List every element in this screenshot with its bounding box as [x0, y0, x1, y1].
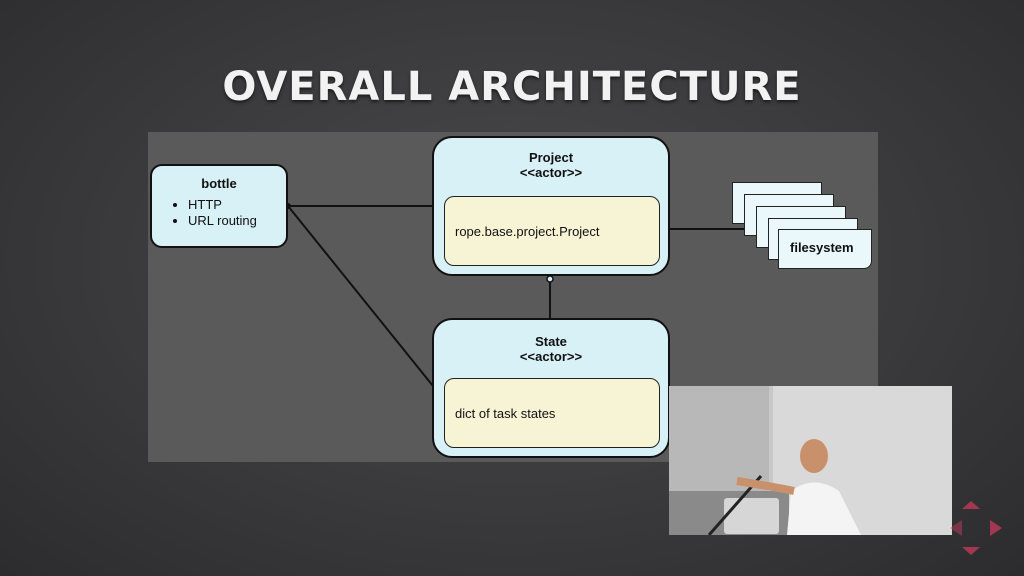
project-class-name: rope.base.project.Project: [455, 223, 600, 239]
filesystem-label: filesystem: [790, 240, 854, 255]
project-actor: Project <<actor>> rope.base.project.Proj…: [432, 136, 670, 276]
state-stereotype: <<actor>>: [519, 349, 583, 364]
state-title: State: [535, 334, 567, 349]
diagram-edges: [285, 203, 760, 387]
bottle-items: HTTP URL routing: [152, 197, 286, 229]
bottle-item: HTTP: [188, 197, 286, 213]
edge-bottle-state: [287, 205, 434, 387]
state-content-box: dict of task states: [444, 378, 660, 448]
state-content: dict of task states: [455, 405, 556, 421]
fs-page-front: [778, 229, 872, 269]
bottle-item: URL routing: [188, 213, 286, 229]
presenter-video-frame: [669, 386, 952, 535]
bottle-component: bottle HTTP URL routing: [150, 164, 288, 248]
architecture-diagram: bottle HTTP URL routing Project <<actor>…: [148, 132, 878, 462]
nav-arrows-icon[interactable]: [950, 495, 1010, 561]
project-stereotype: <<actor>>: [519, 165, 583, 180]
state-actor: State <<actor>> dict of task states: [432, 318, 670, 458]
slide-title: OVERALL ARCHITECTURE: [222, 64, 802, 110]
project-title: Project: [528, 150, 574, 165]
bottle-title: bottle: [201, 176, 237, 191]
edge-connector-circle: [546, 275, 554, 283]
presenter-video: [669, 386, 952, 535]
project-class-box: rope.base.project.Project: [444, 196, 660, 266]
